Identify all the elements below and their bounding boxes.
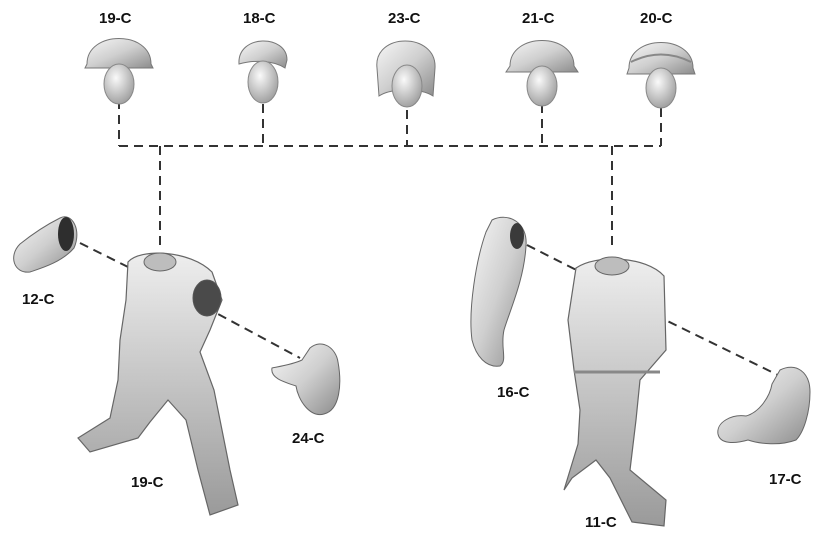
arm-17c [718, 367, 810, 444]
arm-17c-connector [655, 315, 782, 377]
figure-19c-label: 19-C [131, 474, 164, 491]
head-19c-label: 19-C [99, 10, 132, 27]
head-21c-label: 21-C [522, 10, 555, 27]
neck-socket [144, 253, 176, 271]
face-icon [527, 66, 557, 106]
head-23c-label: 23-C [388, 10, 421, 27]
arm-12c-label: 12-C [22, 291, 55, 308]
soldier-torso-legs-icon [564, 259, 666, 526]
arm-24c-connector [205, 307, 300, 358]
head-18c-label: 18-C [243, 10, 276, 27]
arm-17c-label: 17-C [769, 471, 802, 488]
head-18c [239, 41, 287, 103]
arm-24c-label: 24-C [292, 430, 325, 447]
head-20c [627, 43, 695, 109]
arm-socket [58, 217, 74, 251]
figure-11c-label: 11-C [585, 514, 617, 531]
face-icon [248, 61, 278, 103]
arm-12c [14, 217, 77, 272]
arm-24c [272, 344, 340, 415]
head-19c [85, 39, 153, 105]
shoulder-socket [193, 280, 221, 316]
arm-socket [510, 223, 524, 249]
face-icon [104, 64, 134, 104]
arm-16c-label: 16-C [497, 384, 530, 401]
neck-socket [595, 257, 629, 275]
head-21c [506, 41, 578, 107]
arm-thumb-icon [718, 367, 810, 444]
arm-16c [471, 217, 526, 366]
face-icon [392, 65, 422, 107]
head-23c [377, 41, 435, 107]
figure-11c [564, 257, 666, 526]
face-icon [646, 68, 676, 108]
arm-open-hand-icon [272, 344, 340, 415]
head-20c-label: 20-C [640, 10, 673, 27]
